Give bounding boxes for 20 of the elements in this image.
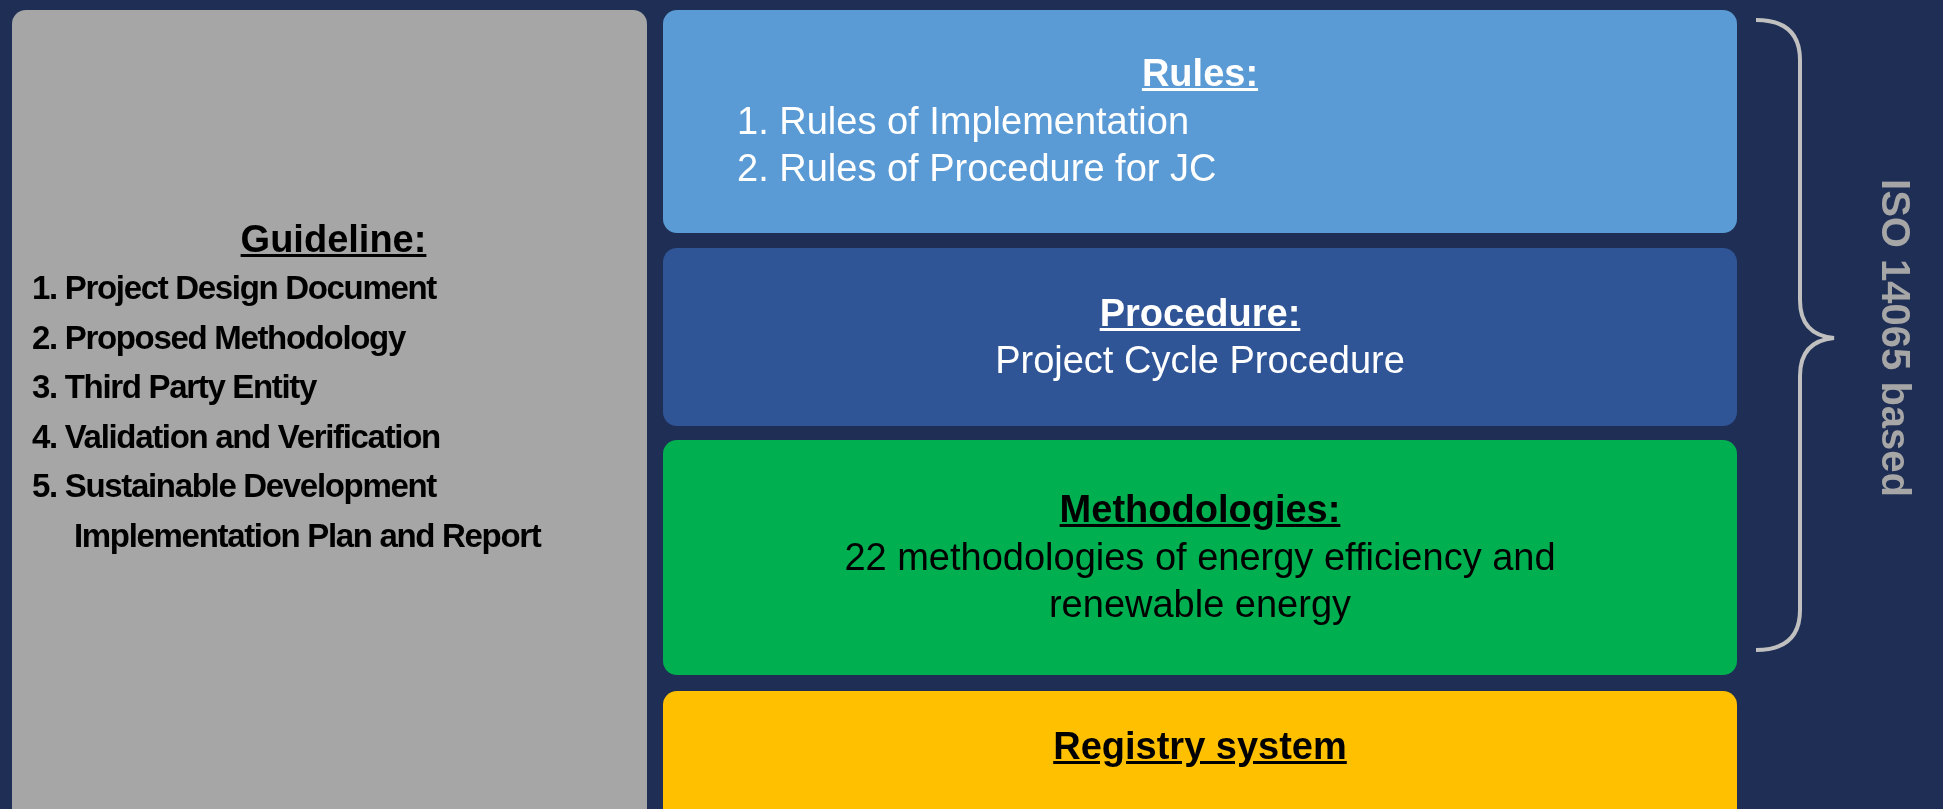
- panel-heading: Registry system: [1053, 724, 1347, 769]
- text-panel: [12, 10, 647, 809]
- text-panel: [663, 691, 1737, 809]
- text-panel: [663, 248, 1737, 426]
- panel-heading: Methodologies:: [1059, 487, 1341, 533]
- panel-heading: Rules:: [1141, 51, 1259, 97]
- list-item: 1. Project Design Document: [32, 268, 436, 309]
- body-text: 22 methodologies of energy efficiency and renewable energy: [843, 534, 1557, 628]
- panel-heading: Guideline:: [240, 216, 427, 262]
- list-item: 4. Validation and Verification: [32, 416, 440, 457]
- panel-heading: Procedure:: [1099, 290, 1301, 336]
- side-label: ISO 14065 based: [1876, 179, 1916, 497]
- list-item: 2. Rules of Procedure for JC: [737, 146, 1217, 192]
- list-item: 2. Proposed Methodology: [32, 317, 405, 358]
- body-text: Project Cycle Procedure: [995, 338, 1405, 383]
- text-panel: [663, 440, 1737, 675]
- list-item: 3. Third Party Entity: [32, 367, 316, 408]
- list-item: 1. Rules of Implementation: [737, 98, 1189, 144]
- text-panel: [663, 10, 1737, 233]
- list-item: 5. Sustainable Development Implementation Plan and Report: [32, 466, 542, 556]
